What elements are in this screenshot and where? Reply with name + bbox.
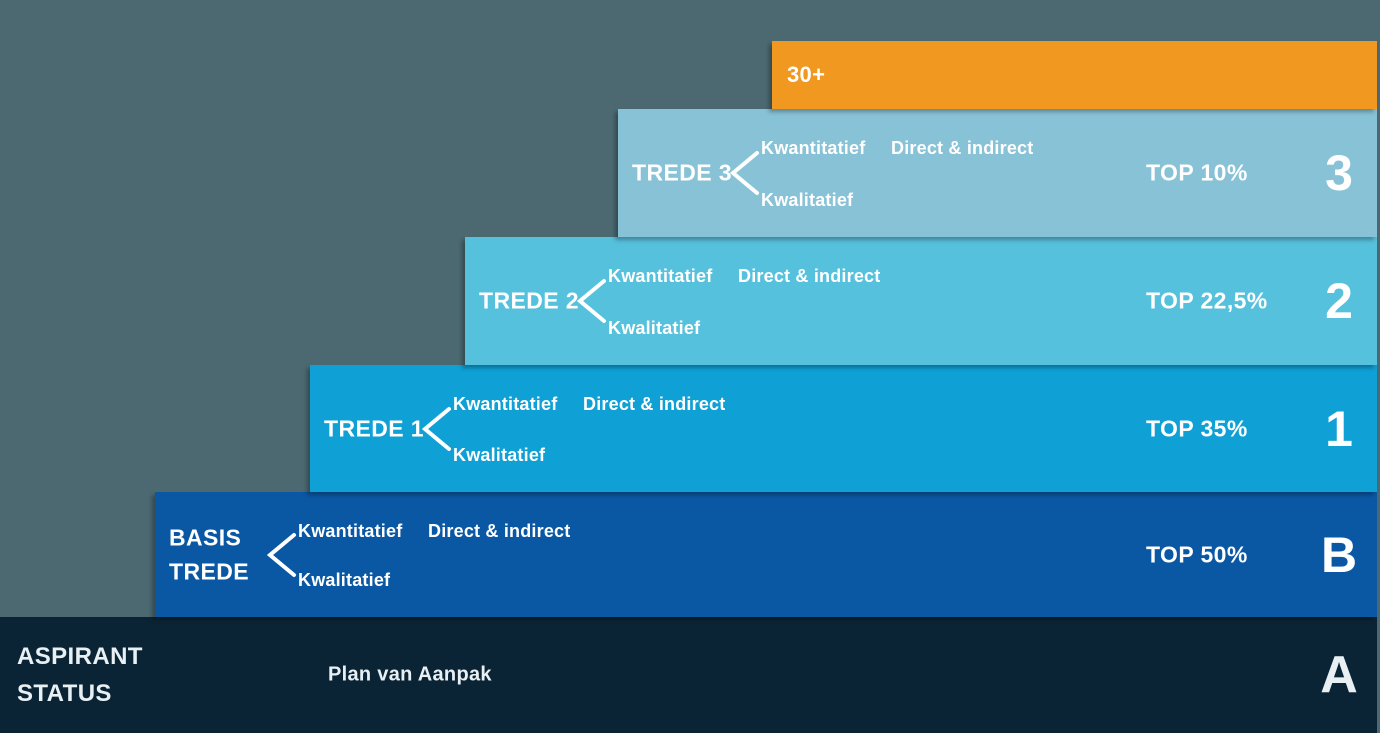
angle-bracket-icon [730,151,759,195]
trede-3-label: TREDE 3 [632,159,732,186]
trede-3-grade: 3 [1325,145,1353,201]
trede-2-kwalitatief: Kwalitatief [608,318,701,338]
angle-bracket-icon [267,532,296,577]
trede-1-grade: 1 [1325,400,1353,457]
aspirant-status-grade: A [1320,646,1358,704]
trede-2-label: TREDE 2 [479,287,579,314]
aspirant-status-label-line1: ASPIRANT [17,642,143,670]
step-basis-trede: BASIS TREDE Kwantitatief Direct & indire… [155,492,1377,617]
trede-2-grade: 2 [1325,273,1353,329]
trede-3-top-percentage: TOP 10% [1146,159,1248,186]
plan-van-aanpak-label: Plan van Aanpak [328,663,492,686]
trede-1-direct-indirect: Direct & indirect [583,394,726,414]
aspirant-status-label-line2: STATUS [17,680,112,707]
trede-2-kwantitatief: Kwantitatief [608,266,713,286]
basis-trede-top-percentage: TOP 50% [1146,541,1248,567]
step-30plus: 30+ [772,41,1377,109]
trede-3-kwalitatief: Kwalitatief [761,190,854,210]
basis-trede-label: BASIS TREDE [169,520,249,589]
trede-3-kwantitatief: Kwantitatief [761,138,866,158]
basis-trede-grade: B [1320,526,1358,583]
trede-1-top-percentage: TOP 35% [1146,415,1248,441]
basis-trede-kwalitatief: Kwalitatief [298,570,391,590]
step-trede-3: TREDE 3 Kwantitatief Direct & indirect K… [618,109,1377,237]
trede-3-direct-indirect: Direct & indirect [891,138,1034,158]
trede-1-kwantitatief: Kwantitatief [453,394,558,414]
step-trede-1: TREDE 1 Kwantitatief Direct & indirect K… [310,365,1377,492]
angle-bracket-icon [577,279,606,323]
trede-1-label: TREDE 1 [324,415,424,441]
basis-trede-label-line2: TREDE [169,558,249,585]
basis-trede-direct-indirect: Direct & indirect [428,521,571,541]
angle-bracket-icon [422,406,451,451]
trede-2-top-percentage: TOP 22,5% [1146,287,1268,314]
step-30plus-label: 30+ [787,62,826,87]
aspirant-status-label: ASPIRANT STATUS [17,638,143,712]
basis-trede-kwantitatief: Kwantitatief [298,521,403,541]
trede-2-direct-indirect: Direct & indirect [738,266,881,286]
basis-trede-label-line1: BASIS [169,524,242,550]
step-aspirant-status: ASPIRANT STATUS Plan van Aanpak A [0,617,1377,733]
step-trede-2: TREDE 2 Kwantitatief Direct & indirect K… [465,237,1377,365]
trede-1-kwalitatief: Kwalitatief [453,445,546,465]
